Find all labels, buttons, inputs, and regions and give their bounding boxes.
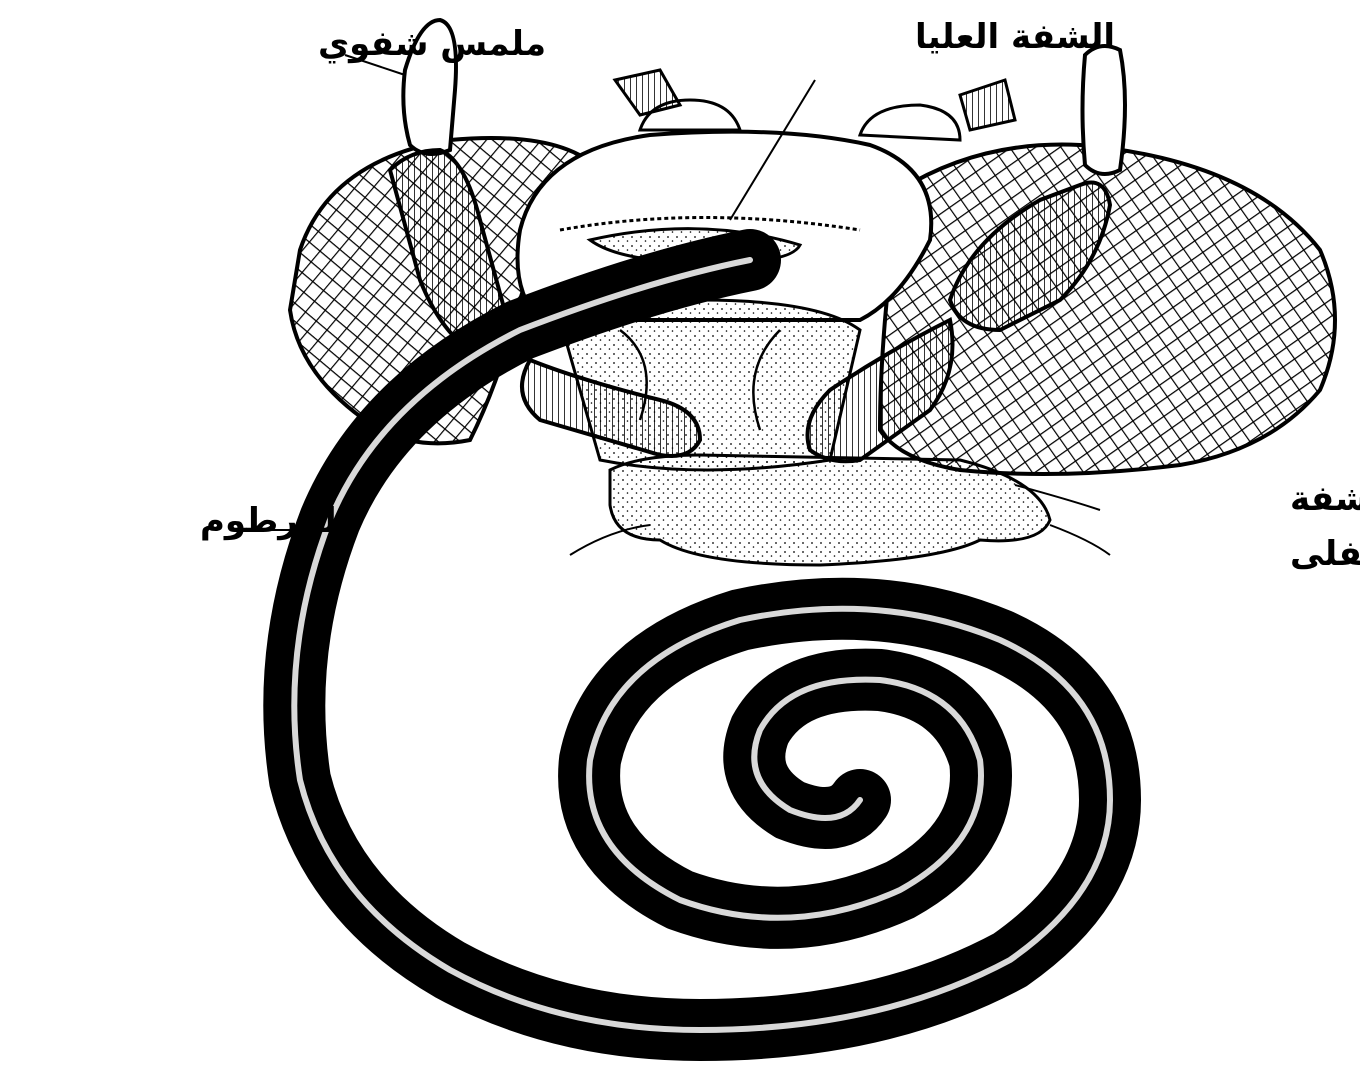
label-labium-line1: الشفة bbox=[1290, 479, 1360, 519]
labium bbox=[570, 455, 1050, 565]
label-labial-palp: ملمس شفوي bbox=[318, 24, 546, 64]
label-labrum: الشفة العليا bbox=[915, 17, 1115, 57]
label-proboscis: الخرطوم bbox=[200, 501, 348, 541]
label-labium-line2: السفلى bbox=[1290, 534, 1360, 574]
